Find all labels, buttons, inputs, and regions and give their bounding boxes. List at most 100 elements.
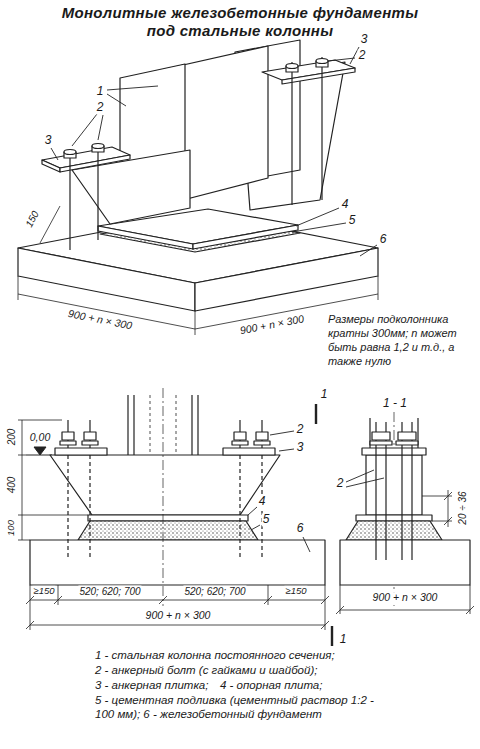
dimension-line	[58, 585, 59, 605]
dimension-line	[159, 596, 167, 604]
dimension-line	[195, 311, 196, 335]
dimension-label: 520; 620; 700	[183, 586, 246, 597]
anchor-bolt	[97, 144, 98, 240]
dimension-line	[26, 596, 34, 604]
base-plate	[88, 515, 248, 521]
base-plate	[88, 515, 248, 521]
dimension-line	[18, 455, 26, 456]
legend-line: 1 - стальная колонна постоянного сечения…	[95, 648, 335, 662]
anchor-bolt	[316, 59, 328, 64]
anchor-bolt	[254, 441, 270, 445]
dimension-label: 520; 620; 700	[78, 586, 141, 597]
legend-line: 3 - анкерная плитка;	[95, 678, 208, 692]
anchor-bolt	[286, 64, 298, 69]
anchor-bolt	[291, 62, 292, 205]
base-plate	[98, 226, 193, 249]
foundation-slab	[30, 540, 325, 585]
anchor-bolt	[370, 441, 392, 445]
leader-line	[251, 525, 260, 530]
anchor-bolt	[372, 432, 390, 440]
section-mark	[315, 404, 317, 424]
dimension-line	[54, 596, 62, 604]
dimension-line	[325, 585, 326, 630]
dimension-line	[18, 206, 378, 335]
anchor-bolt	[62, 432, 74, 440]
section-mark: 1	[339, 633, 348, 646]
dimension-label: 900 + n × 300	[66, 308, 134, 332]
callout-number: 3	[44, 134, 53, 147]
dimension-line	[336, 606, 344, 614]
leader-line	[51, 148, 58, 160]
dimension-label: 0,00	[29, 432, 51, 444]
dimension-line	[321, 596, 329, 604]
foundation-slab	[18, 248, 195, 311]
anchor-bolt	[89, 455, 90, 560]
leader-line	[51, 47, 377, 256]
cement-grout	[78, 521, 258, 540]
callout-number: 2	[296, 423, 305, 436]
ground-mark	[26, 455, 52, 456]
steel-column	[370, 418, 418, 448]
callout-number: 4	[341, 198, 350, 211]
base-plate	[356, 515, 432, 521]
foundation-slab	[30, 540, 325, 585]
callout-number: 2	[336, 477, 345, 490]
dimension-line	[336, 490, 474, 614]
base-plate	[356, 515, 432, 521]
anchor-bolt	[232, 441, 248, 445]
leader-line	[346, 470, 374, 482]
anchor-plate	[223, 448, 275, 455]
dimension-line	[18, 276, 19, 300]
cement-grout	[346, 521, 442, 540]
callout-number: 2	[358, 49, 367, 62]
dimension-line	[40, 206, 60, 243]
dimension-line	[432, 521, 452, 522]
anchor-plate	[362, 448, 426, 455]
leader-line	[248, 431, 310, 552]
callout-number: 3	[360, 33, 369, 46]
anchor-bolt	[69, 150, 70, 250]
anchor-plate	[55, 448, 107, 455]
section-mark	[316, 404, 332, 646]
leader-line	[279, 449, 294, 451]
base-plate	[193, 225, 298, 249]
anchor-bolt	[321, 57, 322, 200]
steel-column	[150, 395, 151, 455]
dimension-line	[18, 540, 30, 541]
cement-grout	[346, 521, 442, 540]
dimension-line	[30, 625, 325, 626]
dimension-line	[26, 621, 34, 629]
note-text: Размеры подколонника кратны 300мм; n мож…	[328, 312, 474, 368]
leader-line	[98, 115, 103, 140]
anchor-bolt	[82, 441, 98, 445]
anchor-bolt	[239, 455, 240, 560]
legend-line: 2 - анкерный болт (с гайками и шайбой);	[95, 663, 317, 677]
center-line	[163, 388, 164, 606]
ground-mark	[26, 447, 52, 455]
dimension-line	[18, 420, 62, 421]
anchor-bolt	[64, 57, 328, 250]
leader-line	[270, 431, 294, 435]
leader-line	[292, 223, 346, 232]
section-mark: 1 - 1	[382, 397, 408, 410]
dimension-line	[321, 621, 329, 629]
section-mark	[331, 626, 333, 646]
callout-number: 1	[96, 85, 105, 98]
dimension-line	[466, 606, 474, 614]
column-shoe	[50, 455, 280, 515]
leader-line	[248, 507, 257, 515]
callout-number: 4	[258, 495, 267, 508]
leader-line	[360, 245, 377, 256]
leader-line	[107, 86, 158, 90]
callout-number: 2	[96, 101, 105, 114]
leader-line	[346, 470, 384, 487]
dimension-label: 150	[23, 208, 41, 230]
column-shoe	[366, 455, 422, 515]
dimension-line	[30, 600, 325, 601]
dimension-line	[30, 585, 31, 630]
leader-line	[107, 94, 126, 106]
anchor-bolt	[256, 432, 268, 440]
dimension-line	[378, 276, 379, 300]
anchor-bolt	[60, 441, 76, 445]
